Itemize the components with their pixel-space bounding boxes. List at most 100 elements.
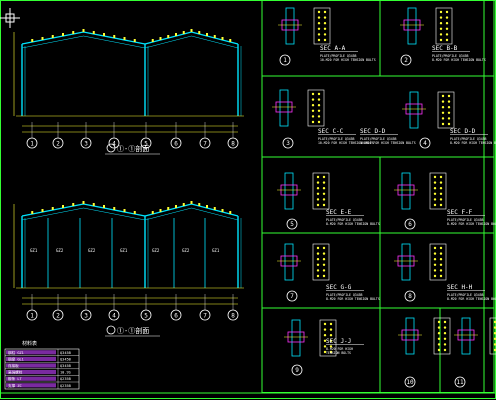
- bolt-hole: [322, 258, 326, 261]
- section-note: PLATE/PROFILE Q345B: [432, 54, 469, 58]
- detail-number-bubble: [282, 137, 294, 149]
- legend-row-fill: [6, 370, 56, 375]
- detail-column-section: [407, 7, 417, 45]
- section-title: SEC D-D: [450, 128, 476, 135]
- bolt-hole: [443, 348, 447, 352]
- purlin: [31, 39, 34, 42]
- bolt-hole: [439, 203, 443, 207]
- legend-item: 钢梁 GL1: [8, 356, 24, 361]
- purlin: [213, 207, 216, 210]
- bolt-hole: [433, 187, 437, 190]
- bolt-hole: [441, 94, 445, 98]
- purlin: [167, 207, 170, 210]
- rafter-bottom-flange: [21, 35, 146, 49]
- purlin: [213, 35, 216, 38]
- bolt-hole: [433, 181, 437, 184]
- purlin: [159, 209, 162, 212]
- bolt-hole: [445, 22, 449, 25]
- frame2-title-group: ①-①剖面: [105, 325, 160, 337]
- bolt-hole: [322, 175, 326, 179]
- purlin: [221, 209, 224, 212]
- detail-column-section: [279, 89, 289, 127]
- purlin: [72, 31, 75, 34]
- detail-column-section: [405, 317, 415, 355]
- purlin: [151, 39, 154, 42]
- section-note: PLATE/PROFILE Q345B: [447, 218, 484, 222]
- rafter-bottom-flange: [144, 207, 239, 221]
- bolt-hole: [443, 343, 447, 346]
- detail-bolt-pattern: [429, 243, 447, 281]
- section-title: SEC B-B: [432, 45, 458, 52]
- bolt-hole: [433, 175, 437, 179]
- bolt-hole: [439, 246, 443, 250]
- bolt-hole: [316, 203, 320, 207]
- bolt-hole: [443, 337, 447, 340]
- section-title: SEC G-G: [326, 284, 352, 291]
- bolt-hole: [317, 27, 321, 30]
- bolt-hole: [317, 33, 321, 36]
- detail-number-bubble: [404, 218, 416, 230]
- bolt-hole: [447, 100, 451, 103]
- section-note: 10-M20 FOR HIGH TENSION BOLTS: [320, 58, 376, 62]
- detail-bolt-pattern: [319, 319, 337, 357]
- bolt-hole: [317, 120, 321, 124]
- bolt-hole: [317, 22, 321, 25]
- bolt-hole: [329, 350, 333, 354]
- section-note: 10-M20 FOR HIGH TENSION BOLTS: [360, 141, 416, 145]
- detail-number: 1: [283, 57, 287, 64]
- bolt-hole: [317, 38, 321, 42]
- section-note: 8-M20 FOR HIGH TENSION BOLTS: [432, 58, 486, 62]
- purlin: [229, 211, 232, 214]
- grid-bubble: [52, 137, 64, 149]
- crosshair-cursor-icon: [0, 8, 20, 28]
- bolt-hole: [447, 111, 451, 115]
- detail-number: 10: [406, 379, 414, 386]
- bolt-hole: [323, 334, 327, 337]
- grid-label: 7: [203, 313, 207, 320]
- purlin: [72, 203, 75, 206]
- bolt-hole: [317, 16, 321, 19]
- grid-bubble: [170, 309, 182, 321]
- bolt-hole: [322, 263, 326, 266]
- detail-number: 5: [290, 221, 294, 228]
- section-title: SEC J-J: [326, 338, 351, 345]
- legend-item: 钢柱 GZ1: [8, 350, 24, 355]
- purlin: [31, 211, 34, 214]
- section-title: SEC A-A: [320, 45, 346, 52]
- legend-value: Q345B: [60, 364, 71, 368]
- bolt-hole: [322, 274, 326, 278]
- grid-bubble: [140, 309, 152, 321]
- purlin: [62, 33, 64, 36]
- rafter-bottom-flange: [144, 35, 239, 49]
- bolt-hole: [437, 320, 441, 324]
- grid-label: 7: [203, 141, 207, 148]
- purlin: [190, 201, 193, 204]
- bolt-hole: [439, 192, 443, 195]
- purlin: [167, 35, 170, 38]
- bolt-hole: [447, 122, 451, 126]
- grid-bubble: [170, 137, 182, 149]
- bolt-hole: [493, 337, 496, 340]
- section-title: SEC H-H: [447, 284, 473, 291]
- legend-row-fill: [6, 356, 56, 361]
- bolt-hole: [323, 38, 327, 42]
- purlin: [123, 37, 126, 40]
- detail-column-section: [401, 243, 411, 281]
- detail-number-bubble: [291, 364, 303, 376]
- bolt-hole: [317, 104, 321, 107]
- grid-bubble: [80, 137, 92, 149]
- detail-number: 8: [408, 293, 412, 300]
- bolt-hole: [433, 203, 437, 207]
- detail-number: 7: [290, 293, 294, 300]
- purlin: [206, 205, 208, 208]
- purlin: [190, 29, 193, 32]
- column-tag: GZ1: [212, 248, 220, 253]
- grid-bubble: [199, 309, 211, 321]
- bolt-hole: [439, 16, 443, 19]
- legend-row-fill: [6, 350, 56, 355]
- frame1-title: ①-①剖面: [117, 144, 149, 153]
- bolt-hole: [323, 16, 327, 19]
